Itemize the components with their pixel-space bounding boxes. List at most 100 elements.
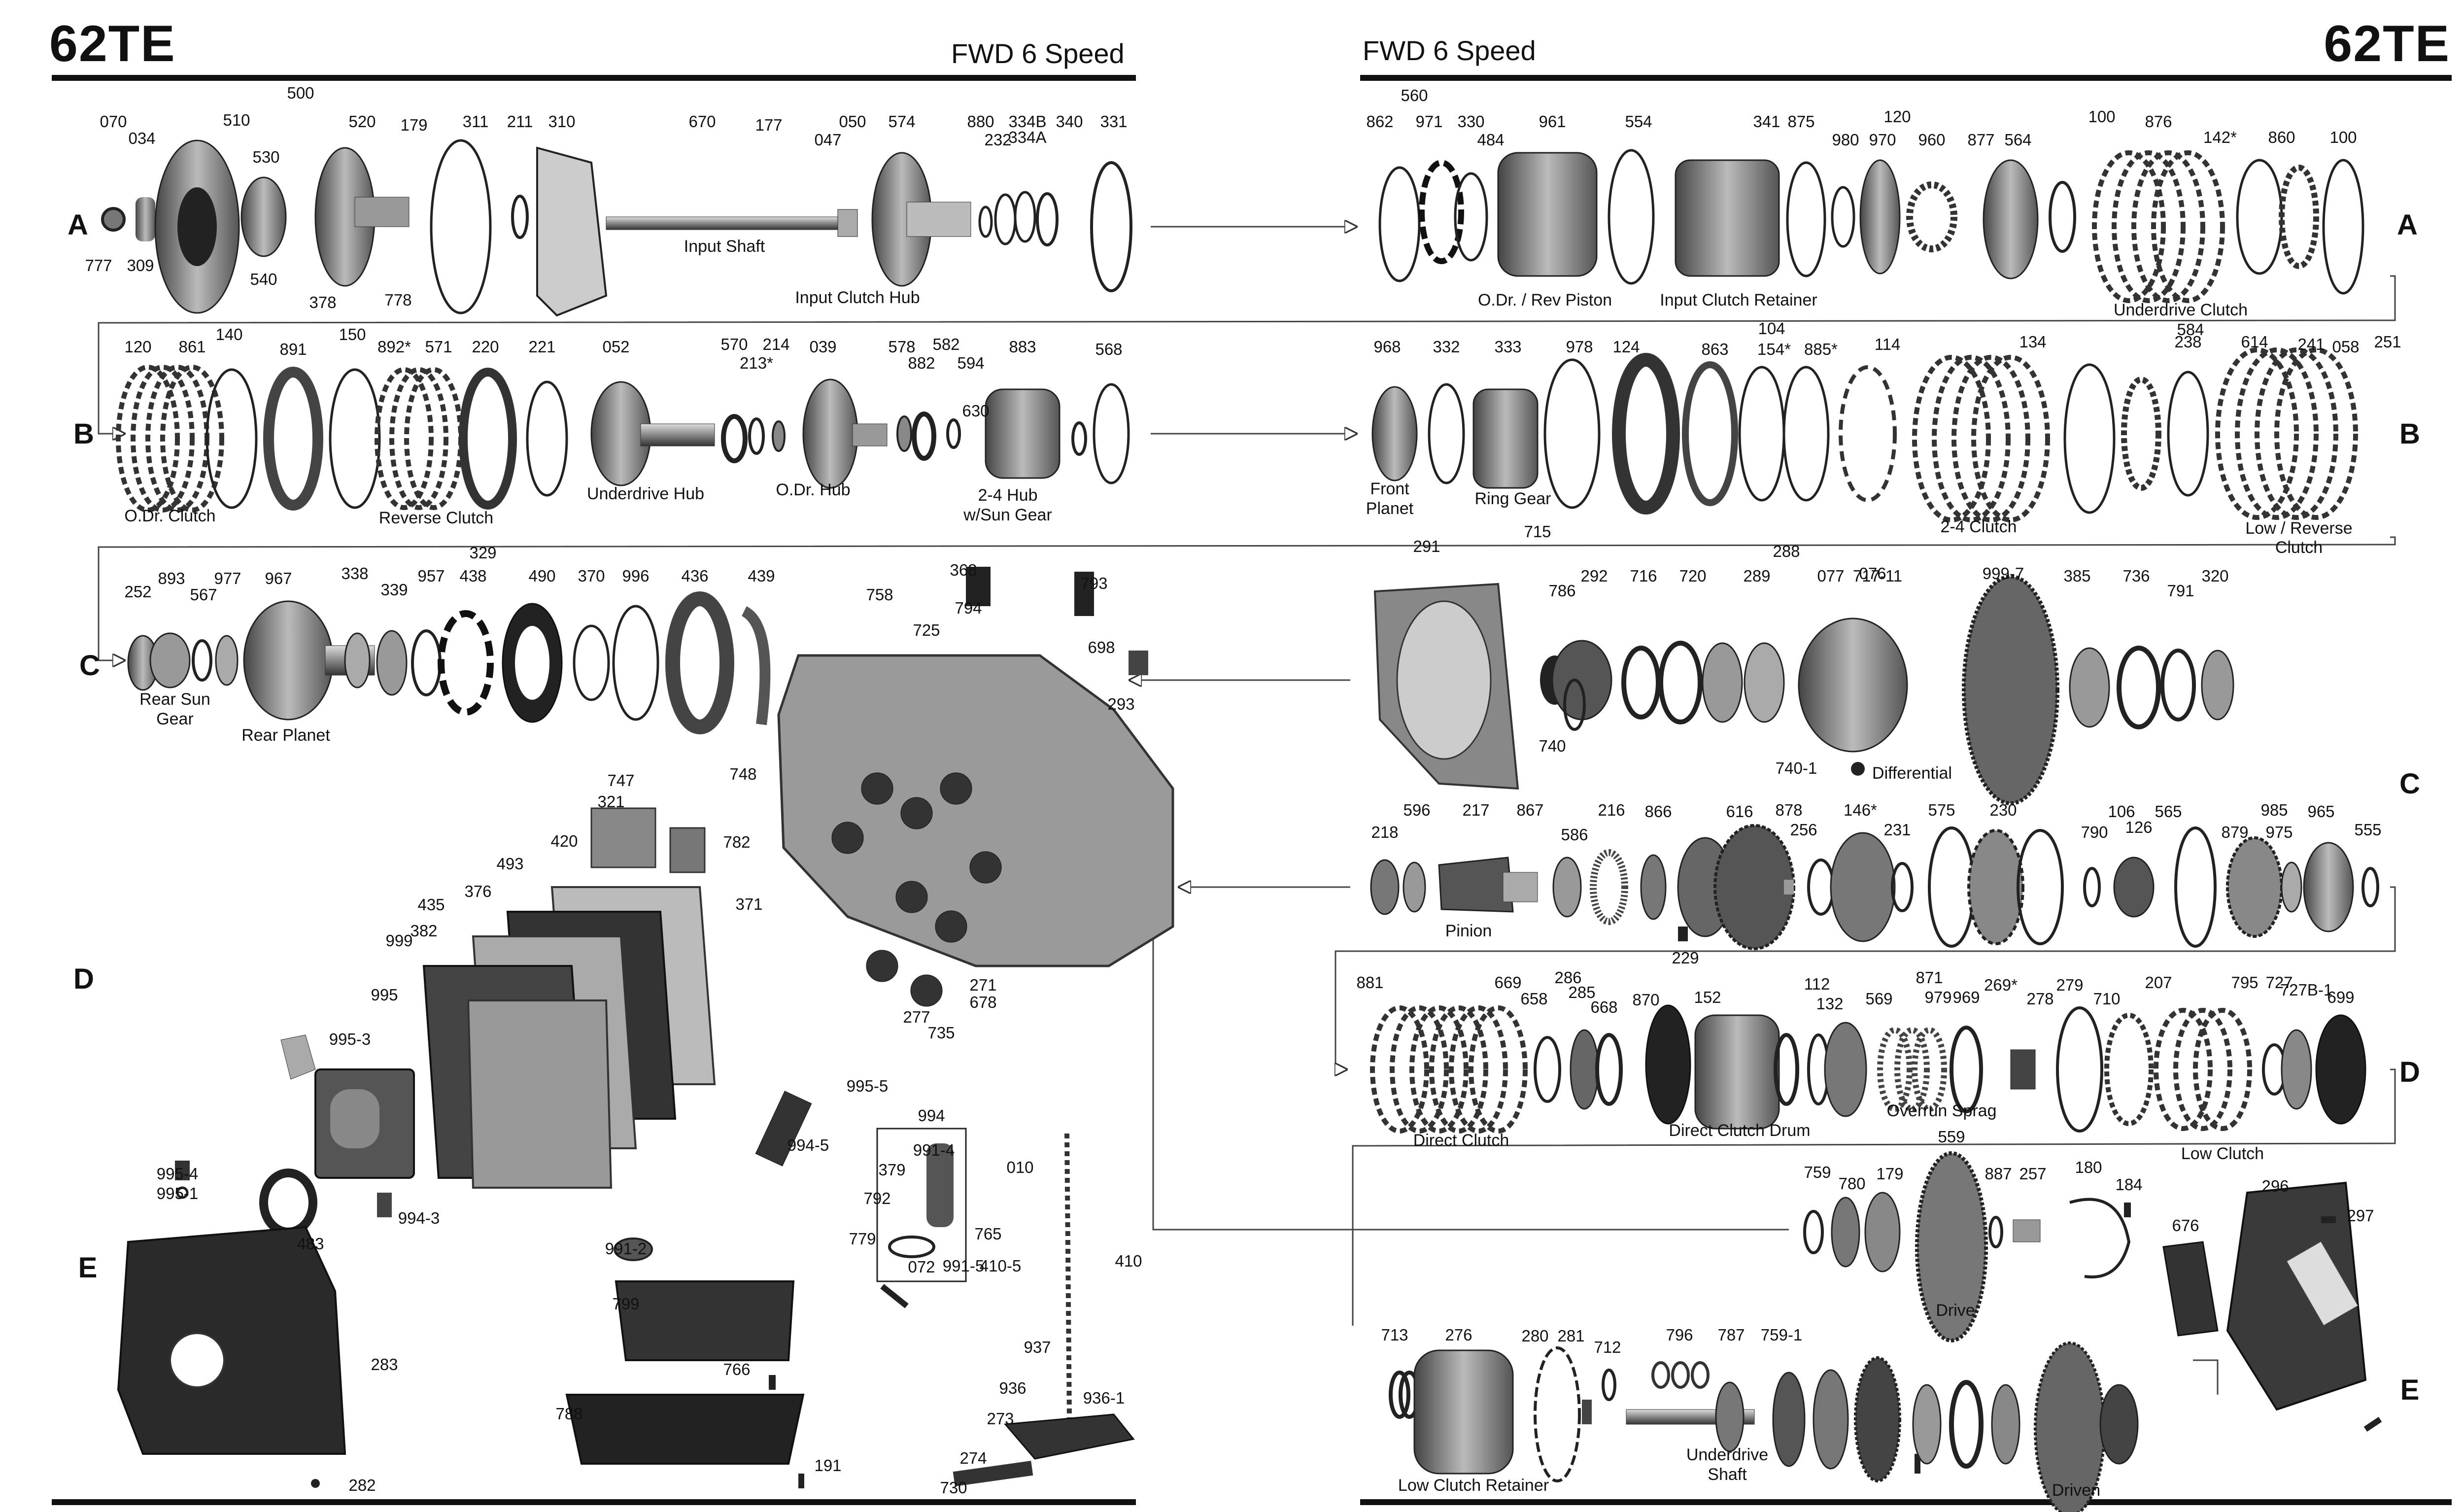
part-number-callout: 582	[932, 335, 959, 353]
part-number-callout: 975	[2265, 823, 2293, 841]
part-number-callout: 748	[729, 765, 756, 783]
part-number-callout: 994	[918, 1106, 945, 1125]
part-caption: Input Shaft	[684, 237, 765, 256]
part-number-callout: 710	[2093, 990, 2120, 1008]
part-number-callout: 052	[602, 338, 629, 356]
part-number-callout: 965	[2307, 802, 2334, 821]
part-number-callout: 887	[1985, 1165, 2012, 1183]
row-c-right-parts	[1373, 575, 2234, 805]
part-number-callout: 630	[962, 402, 989, 420]
part-number-callout: 277	[903, 1008, 930, 1026]
part-number-callout: 995	[371, 986, 398, 1004]
part-number-callout: 991-4	[913, 1141, 955, 1159]
part-number-callout: 180	[2075, 1158, 2102, 1176]
part-number-callout: 520	[348, 112, 376, 131]
part-number-callout: 140	[215, 325, 242, 344]
part-number-callout: 142*	[2203, 128, 2237, 146]
part-number-callout: 699	[2327, 988, 2354, 1006]
part-number-callout: 715	[1524, 522, 1551, 541]
part-number-callout: 279	[2056, 976, 2083, 994]
part-number-callout: 251	[2374, 333, 2401, 351]
part-number-callout: 554	[1625, 112, 1652, 131]
part-number-callout: 717-11	[1853, 567, 1902, 585]
part-number-callout: 126	[2125, 818, 2152, 836]
row-a-right-parts	[1378, 149, 2364, 303]
part-number-callout: 370	[578, 567, 605, 585]
part-number-callout: 795	[2231, 973, 2258, 992]
row-d-right-parts	[1370, 1004, 2366, 1134]
row-c2-right-parts	[1370, 824, 2379, 950]
part-number-callout: 333	[1494, 338, 1521, 356]
part-caption: O.Dr. / Rev Piston	[1478, 291, 1612, 309]
part-caption: Underdrive Clutch	[2114, 301, 2248, 319]
part-caption: Ring Gear	[1475, 489, 1551, 508]
part-number-callout: 050	[839, 112, 866, 131]
part-number-callout: 877	[1967, 131, 1994, 149]
part-number-callout: 740-1	[1776, 759, 1817, 777]
part-number-callout: 790	[2081, 823, 2108, 841]
part-caption: Pinion	[1445, 922, 1492, 940]
part-number-callout: 555	[2354, 821, 2381, 839]
part-number-callout: 289	[1743, 567, 1770, 585]
row-e-right-parts	[1389, 1151, 2382, 1512]
part-number-callout: 995-4	[157, 1165, 198, 1183]
part-number-callout: 271	[969, 976, 996, 994]
part-number-callout: 278	[2026, 990, 2053, 1008]
flow-lines	[98, 227, 2396, 1395]
part-number-callout: 410-5	[980, 1257, 1021, 1275]
part-number-callout: 288	[1773, 542, 1800, 560]
part-number-callout: 614	[2241, 333, 2268, 351]
part-number-callout: 420	[550, 832, 578, 850]
part-number-callout: 232	[984, 131, 1011, 149]
part-number-callout: 727	[2265, 973, 2293, 992]
part-number-callout: 106	[2108, 802, 2135, 821]
part-number-callout: 252	[124, 583, 151, 601]
part-number-callout: 866	[1644, 802, 1672, 821]
part-caption: Drive	[1936, 1301, 1975, 1320]
part-number-callout: 578	[888, 338, 915, 356]
part-number-callout: 567	[190, 585, 217, 604]
part-number-callout: 991-5	[943, 1257, 984, 1275]
part-number-callout: 670	[688, 112, 716, 131]
part-number-callout: 936	[999, 1379, 1026, 1397]
part-number-callout: 961	[1539, 112, 1566, 131]
part-number-callout: 879	[2221, 823, 2248, 841]
part-number-callout: 493	[496, 855, 523, 873]
part-number-callout: 967	[265, 569, 292, 587]
part-number-callout: 077	[1817, 567, 1844, 585]
part-caption: Low / Reverse	[2245, 519, 2352, 538]
part-number-callout: 112	[1804, 975, 1830, 993]
part-number-callout: 484	[1477, 131, 1504, 149]
part-number-callout: 995-1	[157, 1184, 198, 1203]
part-number-callout: 179	[1876, 1165, 1903, 1183]
diagram-title-left: 62TE	[49, 15, 176, 72]
part-number-callout: 736	[2122, 567, 2150, 585]
part-number-callout: 152	[1694, 988, 1721, 1006]
part-number-callout: 883	[1009, 338, 1036, 356]
part-number-callout: 329	[469, 544, 496, 562]
part-number-callout: 273	[987, 1409, 1014, 1428]
row-c-left-parts	[127, 591, 771, 734]
part-number-callout: 047	[814, 131, 841, 149]
part-caption: Rear Planet	[241, 726, 330, 745]
part-number-callout: 070	[100, 112, 127, 131]
part-number-callout: 735	[927, 1024, 955, 1042]
part-number-callout: 034	[128, 129, 155, 147]
part-number-callout: 574	[888, 112, 915, 131]
part-caption: Planet	[1366, 499, 1414, 518]
part-caption: Clutch	[2275, 538, 2323, 557]
part-number-callout: 338	[341, 564, 368, 583]
part-caption: Direct Clutch Drum	[1669, 1121, 1810, 1140]
part-number-callout: 500	[287, 84, 314, 102]
part-number-callout: 586	[1561, 825, 1588, 844]
part-number-callout: 530	[252, 148, 279, 166]
part-number-callout: 713	[1381, 1326, 1408, 1344]
part-number-callout: 594	[957, 354, 984, 372]
row-label: C	[79, 650, 100, 682]
part-number-callout: 878	[1775, 801, 1802, 819]
part-number-callout: 379	[878, 1161, 905, 1179]
part-caption: 2-4 Hub	[978, 486, 1038, 505]
part-number-callout: 999	[385, 931, 412, 950]
